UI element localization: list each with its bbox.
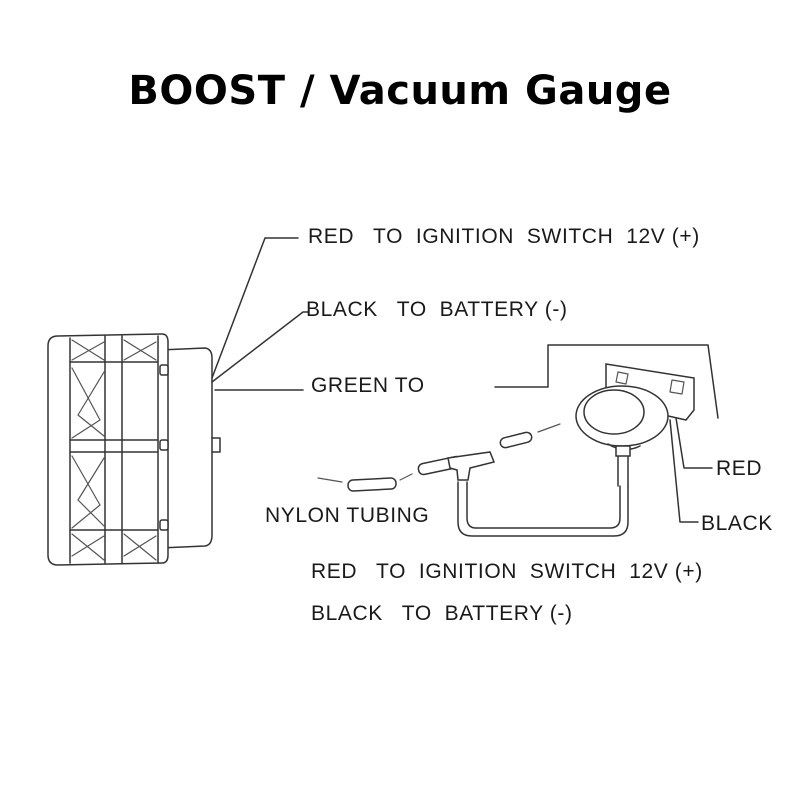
sender-unit-illustration bbox=[575, 363, 713, 523]
label-red-ignition-bottom: RED TO IGNITION SWITCH 12V (+) bbox=[311, 560, 703, 583]
diagram-title: BOOST / Vacuum Gauge bbox=[128, 68, 672, 114]
gauge-rear-housing bbox=[159, 347, 213, 549]
gauge-illustration bbox=[47, 333, 221, 566]
leader-black-battery bbox=[211, 311, 309, 383]
leader-red-sender bbox=[675, 417, 713, 469]
green-wire-line bbox=[494, 344, 719, 419]
gauge-bezel bbox=[47, 333, 169, 566]
label-black-battery-bottom: BLACK TO BATTERY (-) bbox=[311, 602, 573, 625]
nylon-tubing-illustration bbox=[317, 423, 629, 537]
label-nylon-tubing: NYLON TUBING bbox=[265, 504, 430, 527]
leader-red-ignition bbox=[211, 237, 299, 379]
label-red-sender: RED bbox=[716, 457, 763, 480]
label-red-ignition-top: RED TO IGNITION SWITCH 12V (+) bbox=[308, 225, 700, 248]
label-black-sender: BLACK bbox=[701, 512, 773, 535]
leader-lines bbox=[211, 237, 309, 391]
leader-black-sender bbox=[669, 419, 699, 523]
label-black-battery-top: BLACK TO BATTERY (-) bbox=[306, 298, 568, 321]
label-green-to: GREEN TO bbox=[311, 374, 425, 397]
